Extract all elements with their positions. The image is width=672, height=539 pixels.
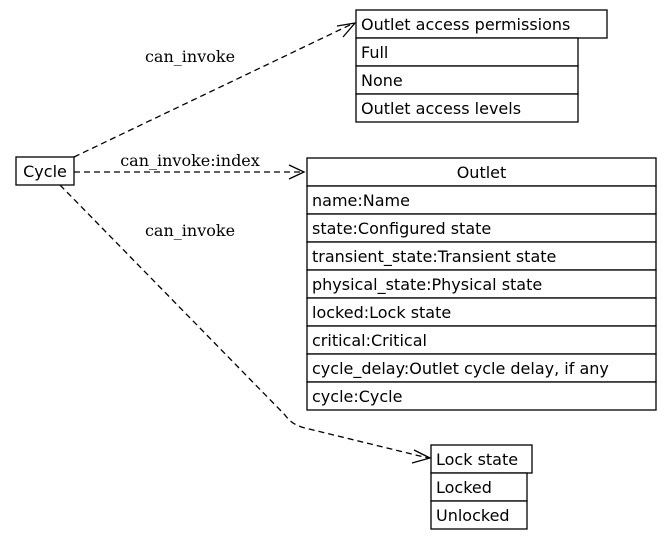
outlet-row-box <box>306 241 657 271</box>
edge-label: can_invoke <box>145 47 235 66</box>
edge-cycle-to-lockstate: can_invoke <box>59 184 432 464</box>
edge-line <box>73 23 353 158</box>
lockstate-row: Unlocked <box>436 506 510 525</box>
lockstate-title: Lock state <box>436 450 518 469</box>
lockstate-row: Locked <box>436 478 492 497</box>
permissions-title: Outlet access permissions <box>361 15 570 34</box>
edge-label: can_invoke:index <box>120 151 260 170</box>
outlet-row: cycle:Cycle <box>312 387 402 406</box>
outlet-row: name:Name <box>312 191 410 210</box>
permissions-row: None <box>361 71 403 90</box>
edge-cycle-to-outlet: can_invoke:index <box>74 151 306 180</box>
permissions-row: Full <box>361 43 388 62</box>
arrowhead-icon <box>411 449 432 464</box>
permissions-row-box <box>355 93 579 123</box>
outlet-row-box <box>306 353 657 383</box>
arrowhead-icon <box>336 22 357 38</box>
outlet-row: transient_state:Transient state <box>312 247 556 267</box>
permissions-title-box <box>355 9 608 39</box>
permissions-row: Outlet access levels <box>361 99 521 118</box>
outlet-row: cycle_delay:Outlet cycle delay, if any <box>312 359 609 379</box>
outlet-row-box <box>306 325 657 355</box>
outlet-row: state:Configured state <box>312 219 491 238</box>
cycle-node-label: Cycle <box>23 162 67 181</box>
arrowhead-icon <box>288 164 306 180</box>
edge-cycle-to-permissions: can_invoke <box>73 22 357 158</box>
outlet-row: critical:Critical <box>312 331 427 350</box>
permissions-row-box <box>355 37 579 67</box>
outlet-row: physical_state:Physical state <box>312 275 542 295</box>
edge-line <box>59 184 429 459</box>
outlet-row-box <box>306 297 657 327</box>
lockstate-row-box <box>430 500 528 530</box>
outlet-row-box <box>306 185 657 215</box>
edge-label: can_invoke <box>145 221 235 240</box>
outlet-row: locked:Lock state <box>312 303 451 322</box>
permissions-node: Outlet access permissions Full None Outl… <box>355 9 608 123</box>
cycle-node: Cycle <box>15 156 75 186</box>
outlet-node: Outlet name:Name state:Configured state … <box>306 157 657 411</box>
lockstate-title-box <box>430 444 533 474</box>
outlet-row-box <box>306 381 657 411</box>
lockstate-node: Lock state Locked Unlocked <box>430 444 533 530</box>
outlet-title: Outlet <box>457 163 507 182</box>
cycle-node-box <box>15 156 75 186</box>
